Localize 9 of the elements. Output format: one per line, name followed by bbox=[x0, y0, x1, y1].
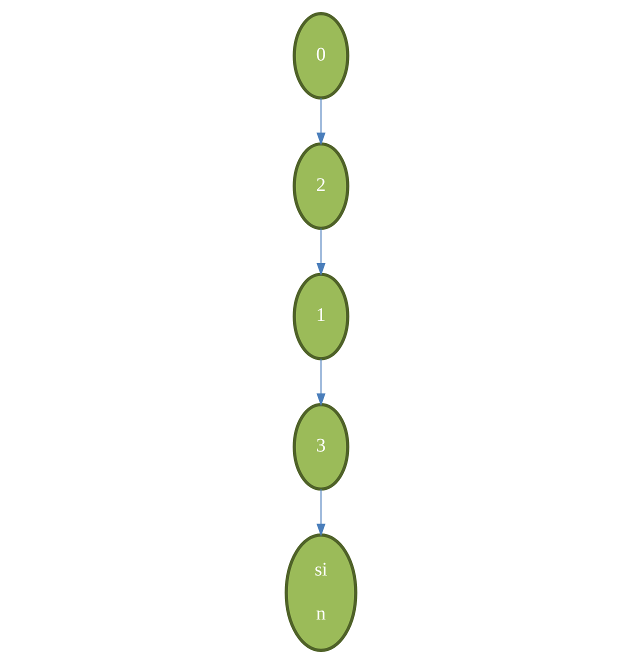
node-ellipse: 2 bbox=[292, 142, 349, 230]
arrow bbox=[316, 489, 325, 537]
node-ellipse: 3 bbox=[292, 403, 349, 491]
node-ellipse: 0 bbox=[292, 12, 349, 100]
arrow bbox=[316, 98, 325, 146]
arrow bbox=[316, 228, 325, 276]
node-ellipse: 1 bbox=[292, 272, 349, 360]
node-ellipse: si n bbox=[284, 533, 357, 652]
arrow bbox=[316, 358, 325, 406]
